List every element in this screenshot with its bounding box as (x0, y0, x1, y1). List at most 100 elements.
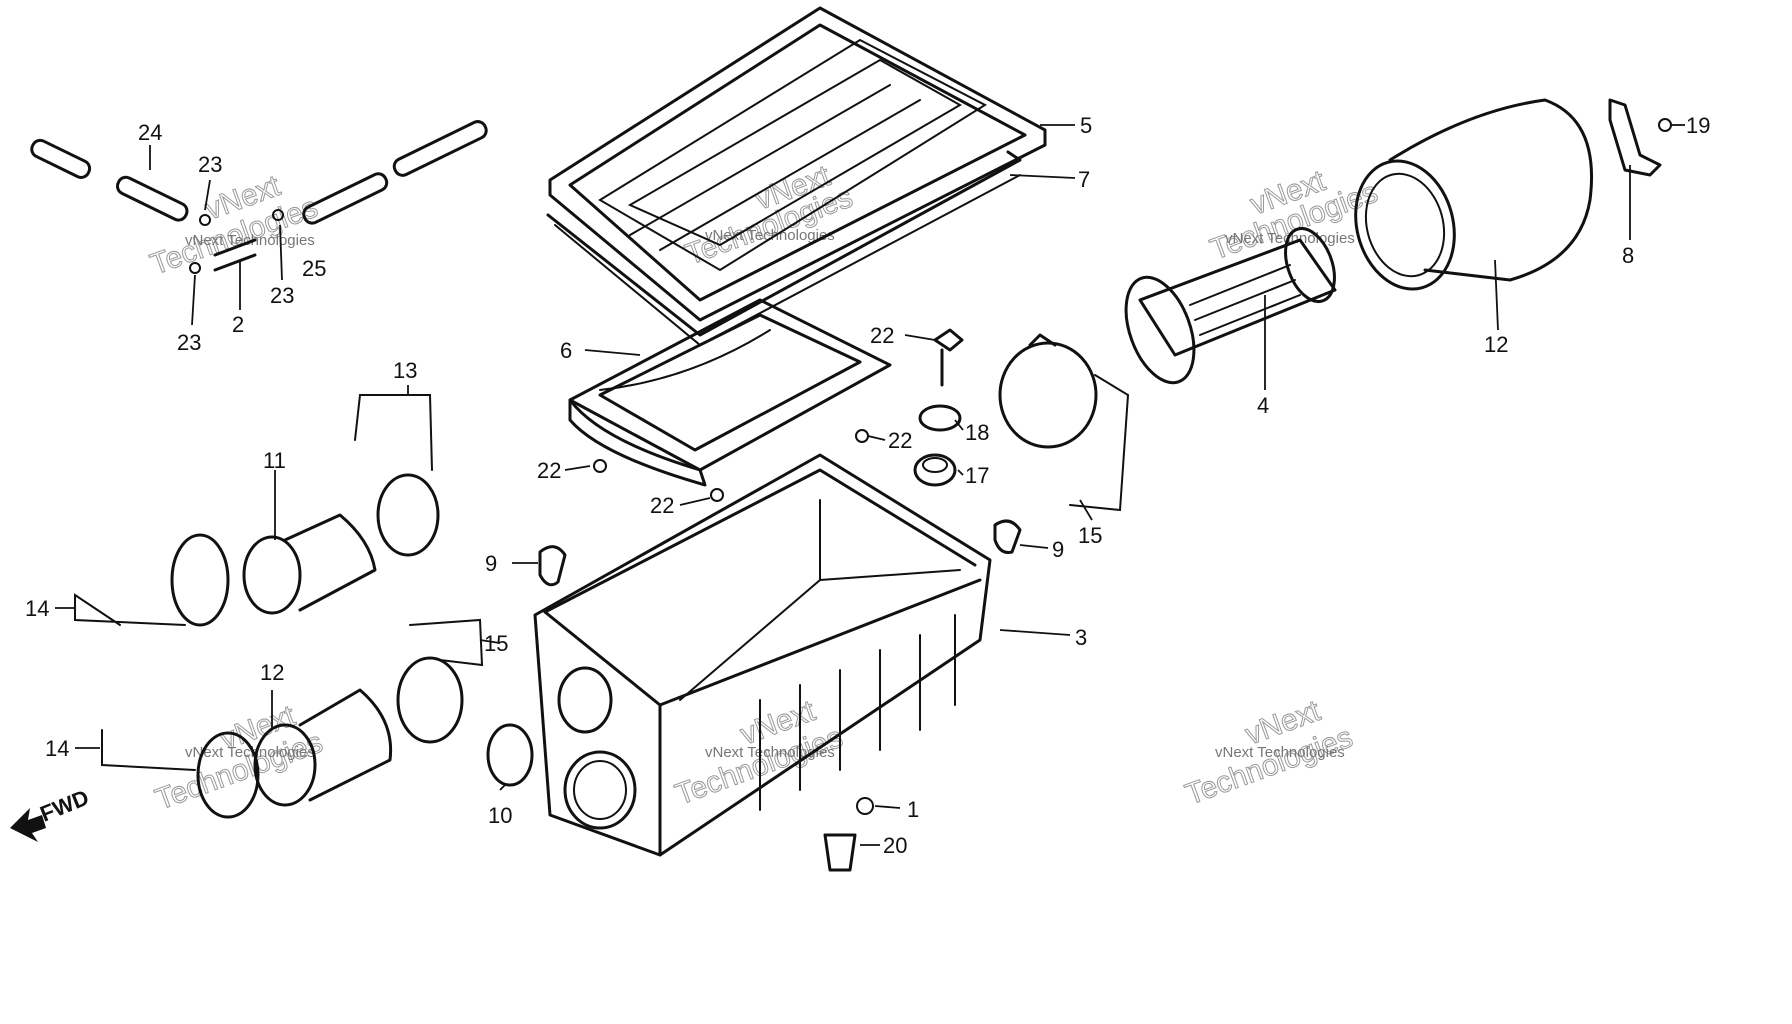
clamp-1 (856, 797, 874, 815)
tube-segment (392, 120, 488, 177)
clip-23 (189, 262, 201, 274)
case-port (563, 750, 637, 830)
holder-inner (598, 313, 862, 452)
cover-rib-lines (629, 84, 921, 251)
callout-17: 15 (1078, 523, 1102, 548)
clip-22 (855, 429, 869, 443)
callout-3: 3 (1075, 625, 1087, 650)
case-rim (543, 468, 977, 614)
holder-rim (568, 298, 892, 472)
clip-23 (272, 209, 284, 221)
callout-22: 22 (537, 458, 561, 483)
leader-22 (564, 465, 591, 471)
element-body (1138, 238, 1337, 357)
callout-numbers: 5 7 6 3 12 4 8 19 22 18 17 22 22 22 9 9 … (25, 113, 1710, 858)
callout-4: 4 (1257, 393, 1269, 418)
case-inner (679, 499, 961, 701)
callout-5: 5 (1080, 113, 1092, 138)
leader-3 (999, 629, 1071, 636)
grommet-19 (913, 453, 957, 487)
band-14 (376, 473, 440, 557)
fwd-indicator: FWD (10, 785, 92, 842)
case-port-inner (573, 760, 627, 820)
callout-23: 23 (177, 330, 201, 355)
cover-outline (548, 6, 1047, 322)
leader-19 (957, 469, 964, 476)
callout-8: 8 (1622, 243, 1634, 268)
cover-13-opening (1354, 159, 1456, 291)
tube-11-body (283, 513, 377, 612)
element-end (1284, 227, 1336, 303)
cap-10 (486, 723, 534, 787)
bolt-26 (933, 328, 964, 387)
callout-26: 22 (870, 323, 894, 348)
callout-19: 17 (965, 463, 989, 488)
clamp-band (998, 341, 1098, 449)
callout-24: 24 (138, 120, 162, 145)
clip-22 (710, 488, 724, 502)
cover-inner (568, 23, 1027, 302)
holder-curve (599, 329, 771, 391)
leader-23 (204, 179, 211, 211)
bracket-8 (1608, 98, 1672, 177)
band-14 (170, 533, 230, 627)
callout-21: 19 (1686, 113, 1710, 138)
callout-9: 9 (1052, 537, 1064, 562)
callout-15: 14 (45, 736, 69, 761)
breather-tubes (30, 120, 488, 274)
gasket-7 (546, 150, 1022, 337)
holder-lip (568, 398, 707, 487)
leader-7 (1009, 174, 1076, 179)
leader-17 (1079, 499, 1093, 521)
element-cover-13 (1354, 98, 1594, 291)
fwd-arrow-icon (10, 808, 46, 842)
leader-22 (867, 435, 886, 441)
callout-22: 22 (888, 428, 912, 453)
callout-20: 18 (965, 420, 989, 445)
case-ribs (759, 614, 956, 811)
cover-13-opening-inner (1364, 172, 1446, 278)
tube-12-mouth (253, 723, 317, 807)
callout-22: 22 (650, 493, 674, 518)
element-end (1124, 275, 1196, 385)
clamp-17-bracket (1069, 374, 1130, 512)
callout-23: 23 (198, 152, 222, 177)
collar-20 (918, 404, 962, 432)
callout-14: 14 (25, 596, 49, 621)
clip-9 (993, 519, 1022, 554)
air-filter-element-4 (1124, 227, 1337, 385)
leader-23 (191, 274, 196, 326)
fwd-label: FWD (37, 785, 93, 827)
callout-2: 2 (232, 312, 244, 337)
callout-11: 11 (263, 448, 286, 473)
leader-22 (679, 497, 711, 506)
tube-segment (115, 175, 189, 222)
callout-25: 25 (302, 256, 326, 281)
band-16-bracket (409, 618, 484, 667)
drain-18 (823, 833, 857, 872)
fasteners (486, 328, 1022, 872)
clamp-tab (1028, 333, 1057, 347)
tube-joint-2 (213, 238, 257, 272)
band-14-bracket (74, 593, 186, 626)
leader-lines (55, 124, 1685, 846)
clip-22 (593, 459, 607, 473)
leader-10 (499, 784, 506, 791)
watermark-small: vNext Technologies (185, 744, 315, 761)
watermark-small: vNext Technologies (705, 227, 835, 244)
clip-23 (199, 214, 211, 226)
grommet-19-inner (922, 457, 948, 473)
leader-6 (584, 349, 641, 356)
callout-16: 15 (484, 631, 508, 656)
band-16 (396, 656, 464, 744)
case-edges (543, 578, 982, 857)
bracket-outline (1608, 98, 1662, 177)
leader-9 (1019, 544, 1049, 549)
air-cleaner-case-3 (533, 453, 992, 857)
leader-16 (479, 639, 501, 644)
element-holder-6 (568, 298, 892, 487)
callout-9: 9 (485, 551, 497, 576)
leader-23 (279, 224, 283, 281)
leader-26 (904, 334, 936, 341)
